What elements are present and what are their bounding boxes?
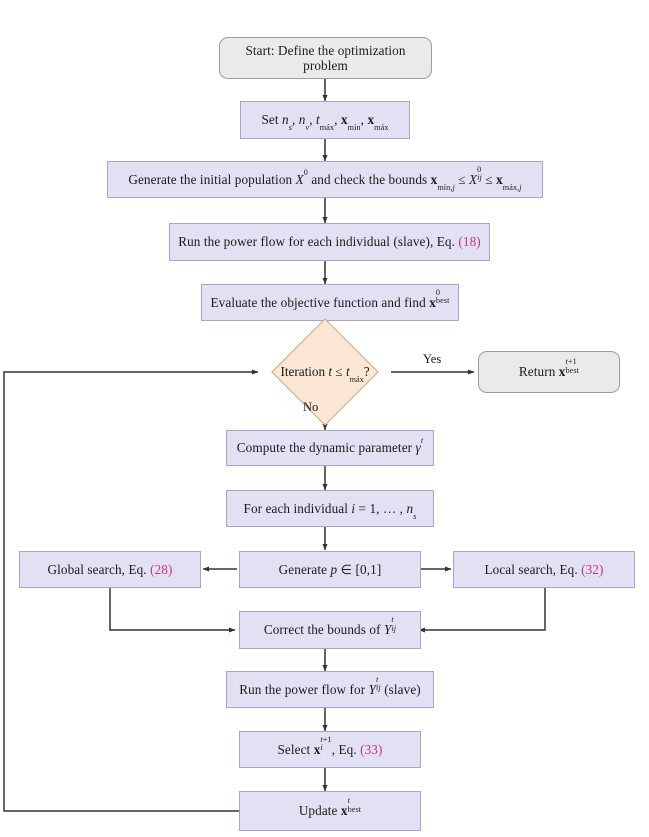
equation-ref-33: (33) [360,741,383,757]
equation-ref-18: (18) [458,234,481,250]
genp-text: Generate [278,561,331,577]
foreach-text: For each individual [243,500,352,516]
node-for-each-individual[interactable]: For each individual i = 1, … , ns [226,490,434,527]
decision-text: Iteration [280,364,329,379]
select-text: Select [277,741,314,757]
init-mid-text: and check the bounds [307,171,431,187]
edge-localsearch-to-correctbounds [418,588,546,633]
pf2-prefix-text: Run the power flow for [239,681,369,697]
equation-ref-32: (32) [581,561,604,577]
update-text: Update [298,803,341,819]
node-local-search-label: Local search, Eq. (32) [484,562,603,577]
node-generate-p-label: Generate p ∈ [0,1] [278,561,382,577]
node-dynamic-parameter-label: Compute the dynamic parameter γt [236,436,424,456]
node-evaluate-objective-label: Evaluate the objective function and find… [210,287,450,310]
global-text: Global search, Eq. [47,561,151,577]
node-update-best-label: Update xtbestbest [298,796,362,819]
node-select-x-label: Select xt+1it+1, Eq. (33) [277,734,383,757]
node-for-each-individual-label: For each individual i = 1, … , ns [243,500,417,521]
node-local-search[interactable]: Local search, Eq. (32) [453,551,635,588]
edge-globalsearch-to-correctbounds [109,588,236,633]
node-set-parameters-label: Set ns, nv, tmáx, xmín, xmáx [261,112,389,133]
node-evaluate-objective[interactable]: Evaluate the objective function and find… [201,284,459,321]
node-start[interactable]: Start: Define the optimization problem [219,37,432,79]
node-set-parameters[interactable]: Set ns, nv, tmáx, xmín, xmáx [240,101,410,139]
node-initial-population[interactable]: Generate the initial population X0 and c… [107,161,543,198]
edge-label-yes: Yes [423,352,442,366]
dyn-text: Compute the dynamic parameter [236,440,416,456]
node-correct-bounds[interactable]: Correct the bounds of Ytijij [239,611,421,649]
local-text: Local search, Eq. [484,561,582,577]
node-start-label: Start: Define the optimization problem [245,42,406,73]
eval-text: Evaluate the objective function and find [210,294,430,310]
node-power-flow-individuals-label: Run the power flow for each individual (… [178,234,481,249]
set-prefix-text: Set [261,112,282,128]
node-generate-p[interactable]: Generate p ∈ [0,1] [239,551,421,588]
pf2-suffix-text: (slave) [380,681,421,697]
node-select-x[interactable]: Select xt+1it+1, Eq. (33) [239,731,421,768]
node-power-flow-y[interactable]: Run the power flow for Ytijij (slave) [226,671,434,708]
pf1-text: Run the power flow for each individual (… [178,234,459,250]
init-prefix-text: Generate the initial population [128,171,296,187]
equation-ref-28: (28) [150,561,173,577]
node-return-label: Return xt+1bestbest [518,357,580,380]
correct-text: Correct the bounds of [263,622,384,638]
node-global-search[interactable]: Global search, Eq. (28) [19,551,201,588]
node-correct-bounds-label: Correct the bounds of Ytijij [263,615,397,638]
node-initial-population-label: Generate the initial population X0 and c… [128,164,522,192]
node-global-search-label: Global search, Eq. (28) [48,562,173,577]
node-decision-iteration-label: Iteration t ≤ tmáx? [280,364,370,384]
edge-label-no: No [303,400,319,414]
return-text: Return [518,364,559,380]
node-power-flow-y-label: Run the power flow for Ytijij (slave) [239,674,421,697]
node-update-best[interactable]: Update xtbestbest [239,791,421,831]
node-return[interactable]: Return xt+1bestbest [478,351,620,393]
edge-update-to-decision-feedback [3,369,259,812]
node-power-flow-individuals[interactable]: Run the power flow for each individual (… [169,223,490,261]
node-dynamic-parameter[interactable]: Compute the dynamic parameter γt [226,430,434,466]
select-mid-text: , Eq. [331,741,361,757]
node-decision-iteration[interactable]: Iteration t ≤ tmáx? [258,318,392,426]
